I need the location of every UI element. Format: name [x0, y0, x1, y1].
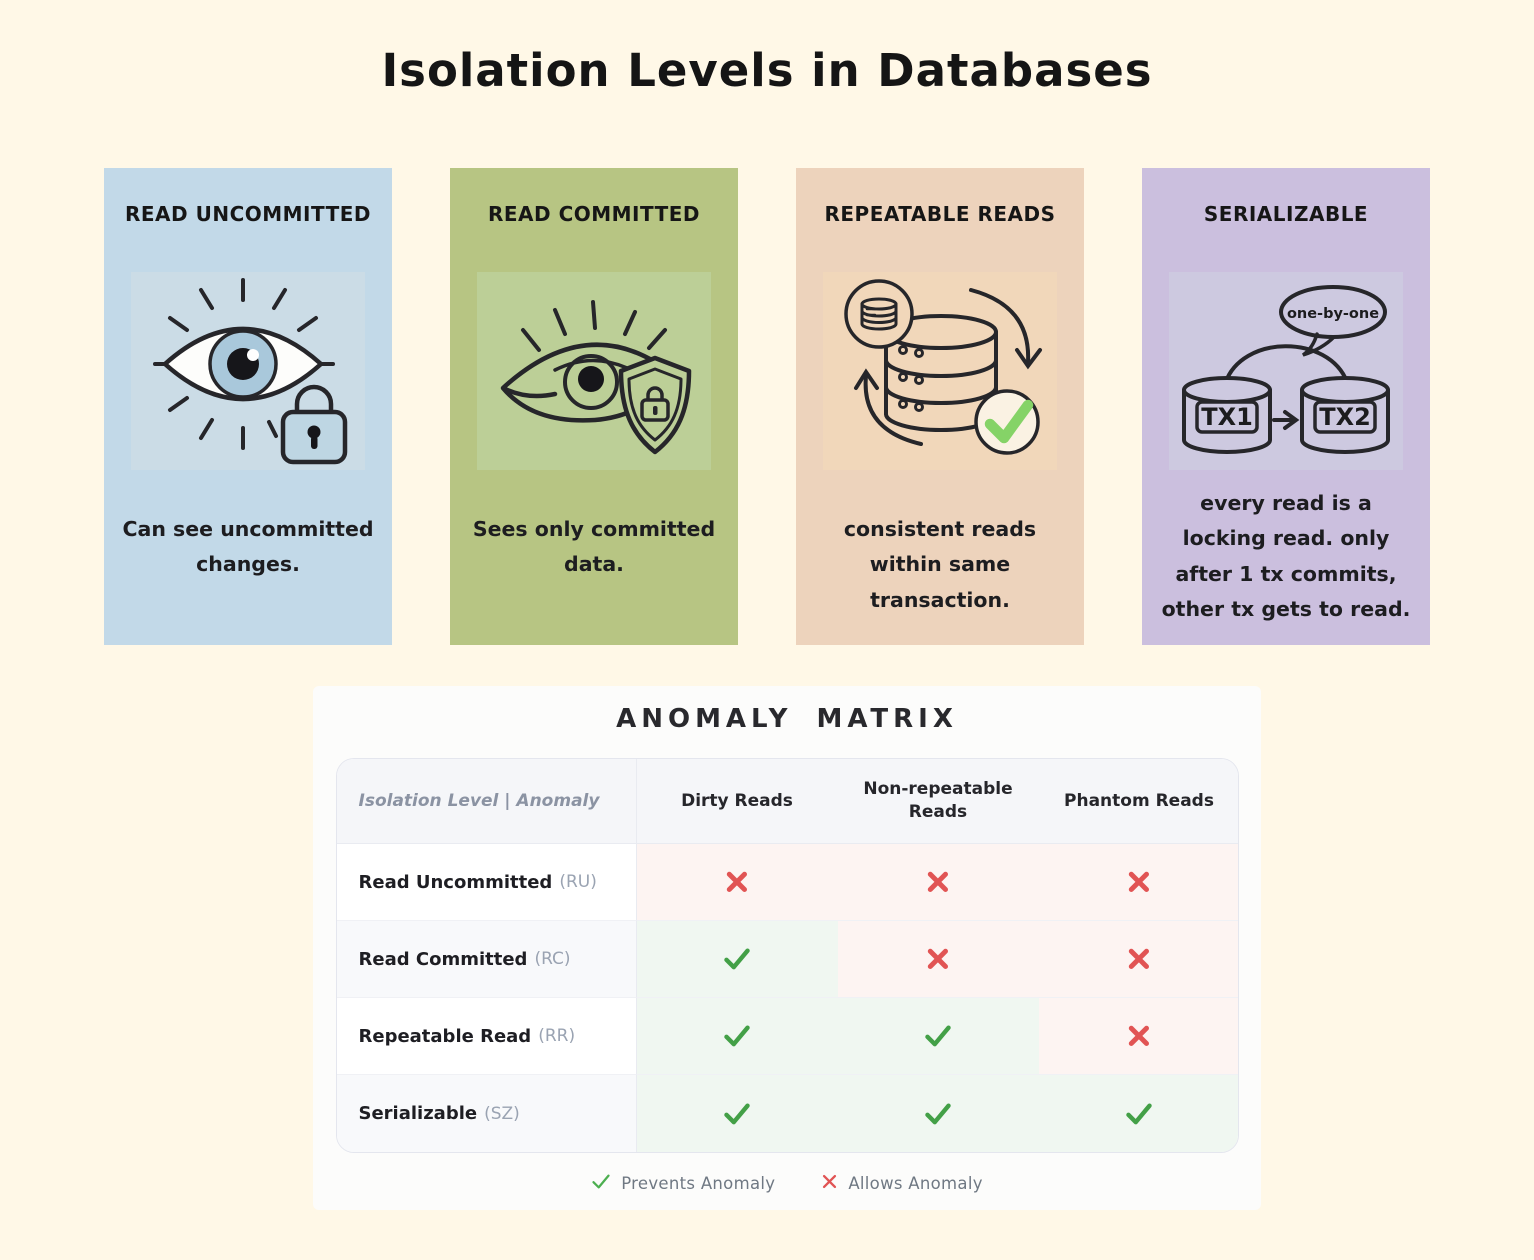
matrix-title: ANOMALY MATRIX [616, 704, 958, 734]
icon-panel [131, 272, 365, 470]
eye-with-shield-lock-icon [500, 300, 692, 455]
card-description: consistent reads within same transaction… [843, 517, 1037, 612]
padlock-icon [280, 384, 348, 465]
row-abbr: (RU) [559, 872, 597, 892]
icon-panel: TX1 TX2 one-by-one [1169, 272, 1403, 470]
row-level: Serializable [358, 1103, 478, 1124]
matrix-cell [1038, 1075, 1238, 1152]
tx2-cylinder [1300, 376, 1390, 454]
card-read-committed: READ COMMITTED [450, 168, 738, 645]
matrix-cell [837, 998, 1039, 1075]
anomaly-matrix-panel: ANOMALY MATRIX Isolation Level | Anomaly… [313, 686, 1261, 1210]
matrix-cell [636, 844, 838, 921]
check-icon [1126, 1103, 1152, 1124]
column-header-phantom-reads: Phantom Reads [1038, 759, 1238, 844]
legend: Prevents Anomaly Allows Anomaly [313, 1173, 1261, 1194]
card-description: every read is a locking read. only after… [1161, 491, 1411, 621]
bubble-label: one-by-one [1287, 306, 1379, 322]
shield-lock-icon [618, 355, 692, 455]
row-level: Read Uncommitted [358, 871, 553, 893]
level-cards-row: READ UNCOMMITTED [0, 168, 1534, 645]
arrow-right-icon [1272, 410, 1300, 430]
matrix-cell [1038, 921, 1238, 998]
x-icon [1128, 1025, 1150, 1047]
matrix-cell [837, 1075, 1039, 1152]
card-title: REPEATABLE READS [824, 202, 1056, 226]
column-header-dirty-reads: Dirty Reads [636, 759, 838, 844]
row-abbr: (RR) [538, 1026, 576, 1046]
legend-check-holder [591, 1173, 611, 1194]
legend-label: Allows Anomaly [848, 1174, 983, 1193]
anomaly-table: Isolation Level | Anomaly Dirty Reads No… [335, 758, 1239, 1153]
check-icon [925, 1025, 951, 1047]
matrix-cell [1038, 998, 1238, 1075]
row-level: Read Committed [358, 948, 528, 970]
card-title: SERIALIZABLE [1203, 202, 1369, 226]
matrix-cell [636, 998, 838, 1075]
page-title: Isolation Levels in Databases [381, 44, 1153, 97]
x-icon [1128, 871, 1150, 893]
database-refresh-check-icon [844, 279, 1042, 455]
legend-x-holder [821, 1173, 838, 1194]
tx1-label: TX1 [1201, 403, 1253, 431]
matrix-cell [837, 921, 1039, 998]
corner-header: Isolation Level | Anomaly [336, 759, 637, 844]
matrix-row-label: Serializable (SZ) [336, 1075, 637, 1152]
card-description: Can see uncommitted changes. [122, 517, 374, 577]
row-level: Repeatable Read [358, 1025, 532, 1047]
check-icon [592, 1174, 610, 1189]
matrix-row-label: Repeatable Read (RR) [336, 998, 637, 1075]
matrix-cell [636, 921, 838, 998]
legend-label: Prevents Anomaly [621, 1174, 776, 1193]
x-icon [927, 948, 949, 970]
check-icon [724, 948, 750, 970]
x-icon [726, 871, 748, 893]
card-serializable: SERIALIZABLE [1142, 168, 1430, 645]
legend-item-allows: Allows Anomaly [821, 1173, 982, 1194]
icon-panel [823, 272, 1057, 470]
row-abbr: (SZ) [484, 1103, 520, 1124]
matrix-cell [1038, 844, 1238, 921]
x-icon [927, 871, 949, 893]
check-icon [925, 1103, 951, 1124]
eye-with-padlock-icon [153, 278, 348, 465]
matrix-row-label: Read Committed (RC) [336, 921, 637, 998]
check-icon [724, 1103, 750, 1124]
matrix-cell [636, 1075, 838, 1152]
tx1-cylinder [1182, 376, 1272, 454]
tx2-label: TX2 [1319, 403, 1371, 431]
x-icon [823, 1174, 837, 1189]
check-icon [724, 1025, 750, 1047]
row-abbr: (RC) [534, 949, 571, 969]
card-title: READ COMMITTED [487, 202, 701, 226]
column-header-non-repeatable-reads: Non-repeatable Reads [837, 759, 1039, 844]
tx-sequence-icon: TX1 TX2 one-by-one [1182, 285, 1390, 454]
icon-panel [477, 272, 711, 470]
matrix-row-label: Read Uncommitted (RU) [336, 844, 637, 921]
matrix-cell [837, 844, 1039, 921]
card-repeatable-reads: REPEATABLE READS [796, 168, 1084, 645]
legend-item-prevents: Prevents Anomaly [591, 1173, 775, 1194]
check-icon [984, 399, 1034, 444]
x-icon [1128, 948, 1150, 970]
card-description: Sees only committed data. [472, 517, 716, 577]
card-read-uncommitted: READ UNCOMMITTED [104, 168, 392, 645]
card-title: READ UNCOMMITTED [124, 202, 372, 226]
